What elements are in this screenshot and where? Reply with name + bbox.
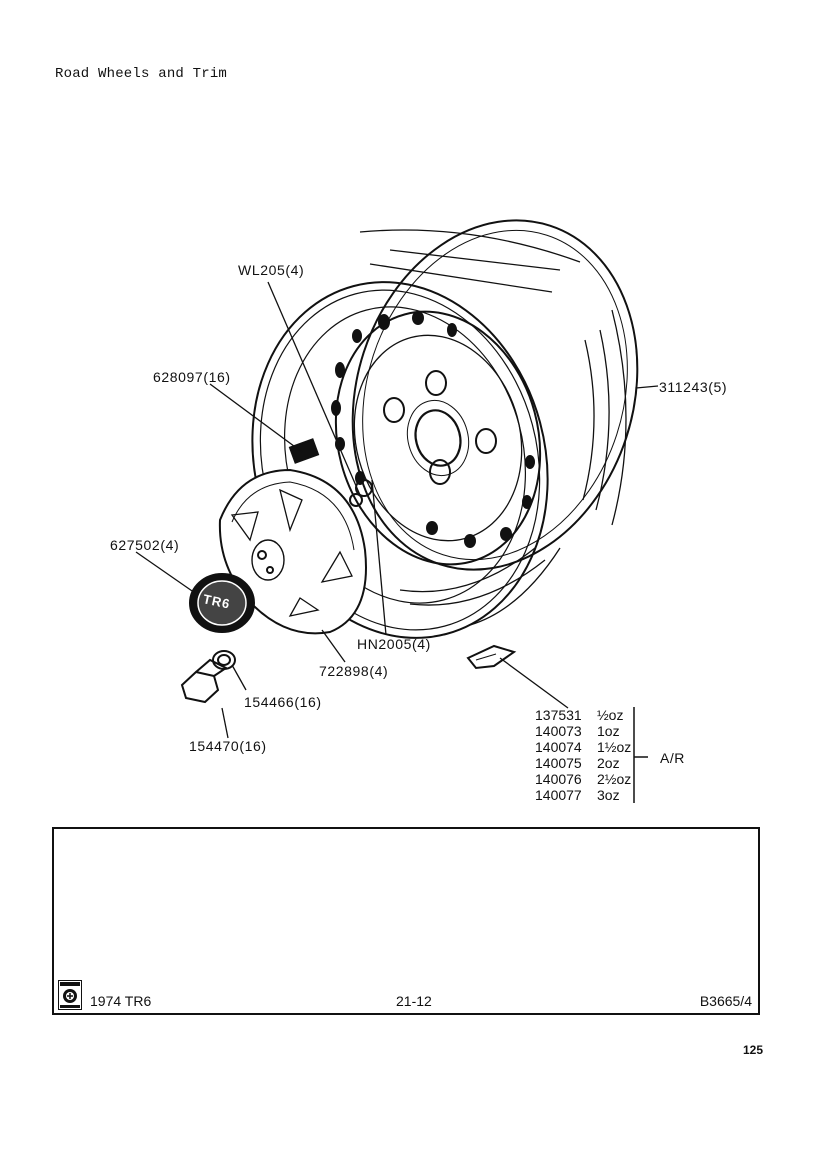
weights-quantity: A/R — [660, 750, 685, 766]
page-number: 125 — [743, 1043, 764, 1057]
leader-lines — [135, 281, 659, 739]
weight-size: 3oz — [597, 787, 620, 803]
weight-row: 140074 1½oz — [535, 739, 647, 755]
callout-hn2005: HN2005(4) — [357, 636, 431, 652]
weight-row: 140077 3oz — [535, 787, 647, 803]
page-heading: Road Wheels and Trim — [55, 66, 228, 82]
weight-part-number: 140074 — [535, 739, 582, 755]
weight-part-number: 137531 — [535, 707, 582, 723]
callout-627502: 627502(4) — [110, 537, 180, 553]
footer-section: 21-12 — [396, 993, 432, 1009]
weights-bracket — [633, 707, 648, 803]
callout-wl205: WL205(4) — [238, 262, 305, 278]
balance-weights-list: 137531 ½oz 140073 1oz 140074 1½oz 140075… — [535, 707, 647, 803]
balance-weight — [466, 644, 517, 670]
weight-row: 140075 2oz — [535, 755, 647, 771]
wheel-vent-holes — [331, 311, 535, 548]
callout-154470: 154470(16) — [189, 738, 267, 754]
weight-size: 1oz — [597, 723, 620, 739]
wheel-barrel — [359, 229, 627, 626]
weight-size: 1½oz — [597, 739, 632, 755]
weight-part-number: 140077 — [535, 787, 582, 803]
wheel-nut — [180, 650, 236, 704]
callout-722898: 722898(4) — [319, 663, 389, 679]
weight-row: 140076 2½oz — [535, 771, 647, 787]
british-leyland-logo — [58, 980, 82, 1010]
weight-part-number: 140073 — [535, 723, 582, 739]
hub-cap-nut — [349, 479, 373, 507]
weight-row: 137531 ½oz — [535, 707, 647, 723]
weight-row: 140073 1oz — [535, 723, 647, 739]
tr6-badge — [189, 573, 255, 633]
footer-model: 1974 TR6 — [90, 993, 152, 1009]
weight-part-number: 140075 — [535, 755, 582, 771]
weight-size: 2oz — [597, 755, 620, 771]
wheel-stud — [288, 438, 320, 464]
callout-154466: 154466(16) — [244, 694, 322, 710]
callout-628097: 628097(16) — [153, 369, 231, 385]
weight-part-number: 140076 — [535, 771, 582, 787]
notes-panel: 1974 TR6 21-12 B3665/4 — [52, 827, 760, 1015]
footer-code: B3665/4 — [699, 993, 752, 1009]
weight-size: ½oz — [597, 707, 624, 723]
wheel-disc — [334, 310, 542, 566]
callout-311243: 311243(5) — [659, 379, 728, 395]
weight-size: 2½oz — [597, 771, 632, 787]
